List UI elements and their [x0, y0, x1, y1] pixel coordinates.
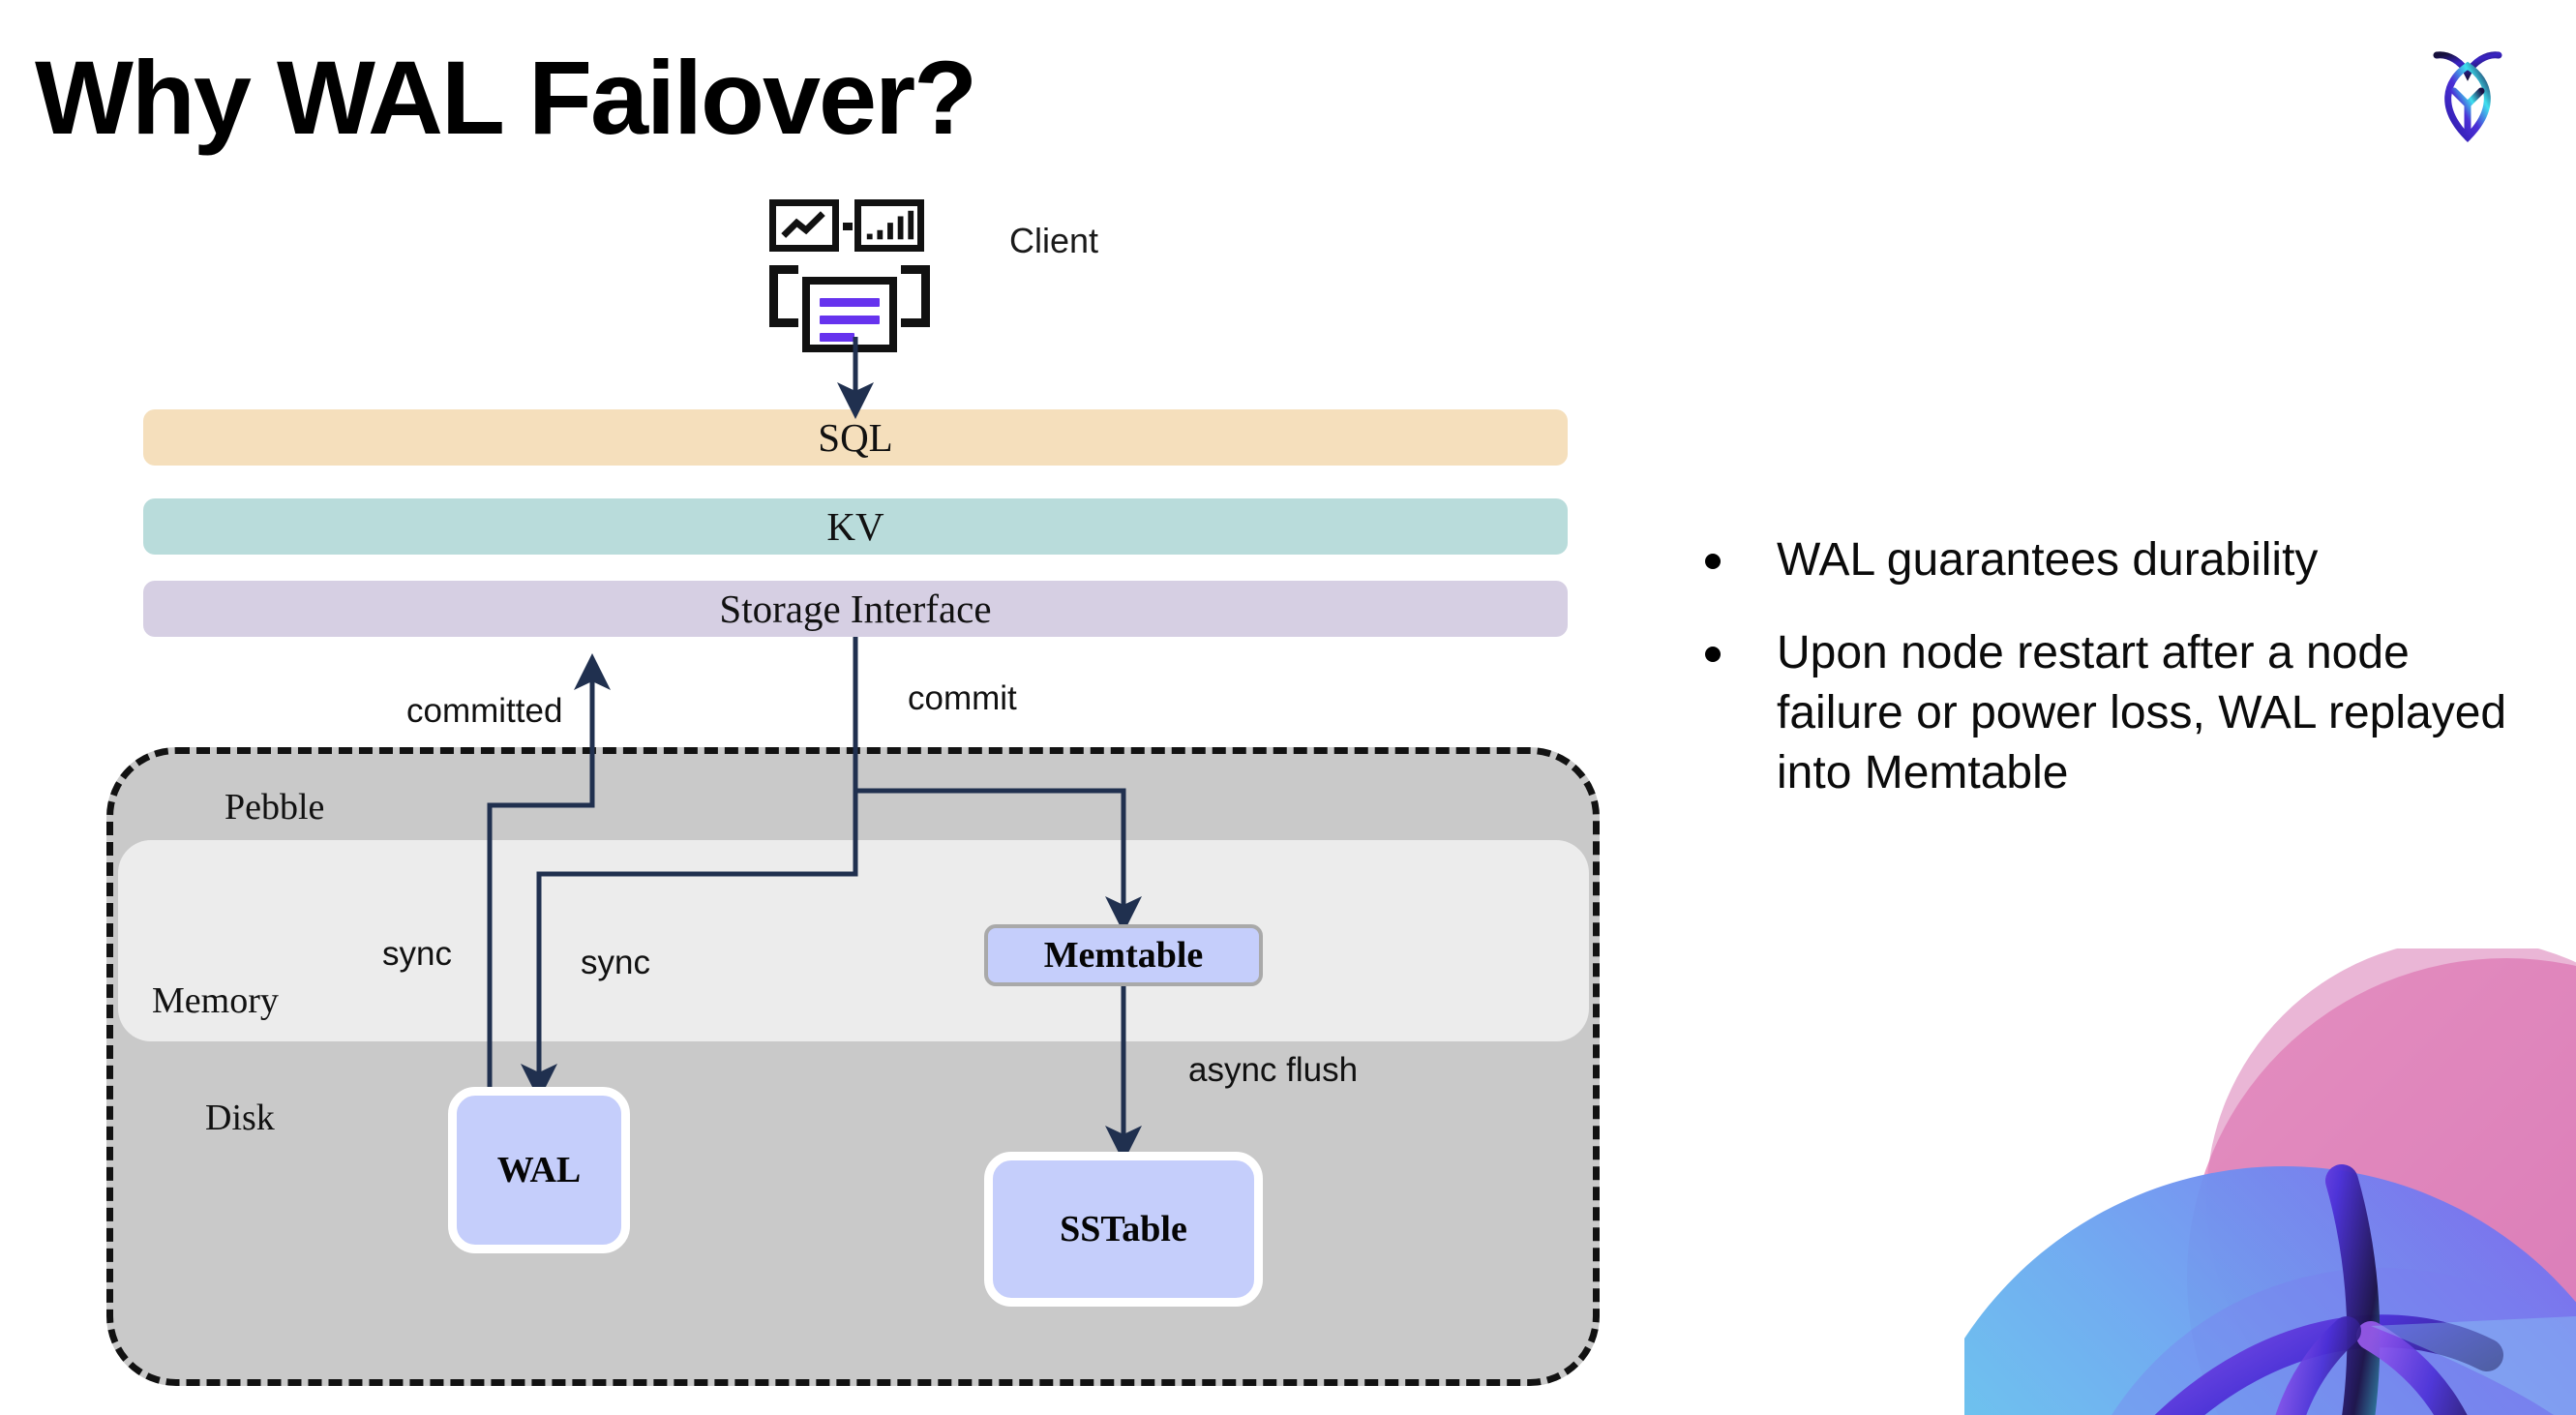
- layer-storage-interface: Storage Interface: [143, 581, 1568, 637]
- node-memtable: Memtable: [984, 924, 1263, 986]
- node-sstable: SSTable: [984, 1152, 1263, 1307]
- bracket-right-icon: [901, 265, 930, 327]
- node-memtable-label: Memtable: [1043, 935, 1204, 976]
- memory-label: Memory: [152, 980, 279, 1021]
- list-item: Upon node restart after a node failure o…: [1705, 623, 2518, 803]
- layer-sql-label: SQL: [818, 415, 893, 460]
- line-chart-icon: [769, 199, 839, 252]
- edge-label-async-flush: async flush: [1188, 1051, 1359, 1089]
- bullet-text: Upon node restart after a node failure o…: [1777, 626, 2507, 798]
- document-line-2: [820, 316, 880, 324]
- document-line-3: [820, 333, 854, 342]
- pebble-label: Pebble: [225, 787, 325, 828]
- cockroachdb-logo-icon: [2415, 37, 2520, 143]
- edge-label-committed: committed: [406, 692, 563, 730]
- document-line-1: [820, 298, 880, 307]
- node-wal-label: WAL: [496, 1150, 582, 1190]
- bar-chart-icon: [854, 199, 924, 252]
- disk-label: Disk: [205, 1098, 275, 1138]
- dash-separator-icon: [843, 223, 853, 230]
- layer-kv-label: KV: [826, 504, 884, 549]
- decorative-logo-watermark: [1964, 948, 2576, 1415]
- client-label: Client: [1009, 221, 1099, 260]
- bullet-text: WAL guarantees durability: [1777, 534, 2319, 586]
- list-item: WAL guarantees durability: [1705, 530, 2518, 590]
- bracket-left-icon: [769, 265, 798, 327]
- client-dashboard-icon: [769, 192, 944, 352]
- memory-tier: [118, 840, 1589, 1041]
- page-title: Why WAL Failover?: [35, 39, 977, 156]
- layer-storage-interface-label: Storage Interface: [719, 587, 992, 631]
- bullet-dot-icon: [1705, 646, 1721, 662]
- layer-kv: KV: [143, 498, 1568, 555]
- edge-label-sync-right: sync: [581, 944, 650, 981]
- node-sstable-label: SSTable: [1060, 1209, 1187, 1249]
- bullet-list: WAL guarantees durability Upon node rest…: [1705, 530, 2518, 836]
- bullet-dot-icon: [1705, 554, 1721, 569]
- node-wal: WAL: [448, 1087, 630, 1253]
- edge-label-sync-left: sync: [382, 935, 452, 973]
- layer-sql: SQL: [143, 409, 1568, 466]
- edge-label-commit: commit: [908, 679, 1017, 717]
